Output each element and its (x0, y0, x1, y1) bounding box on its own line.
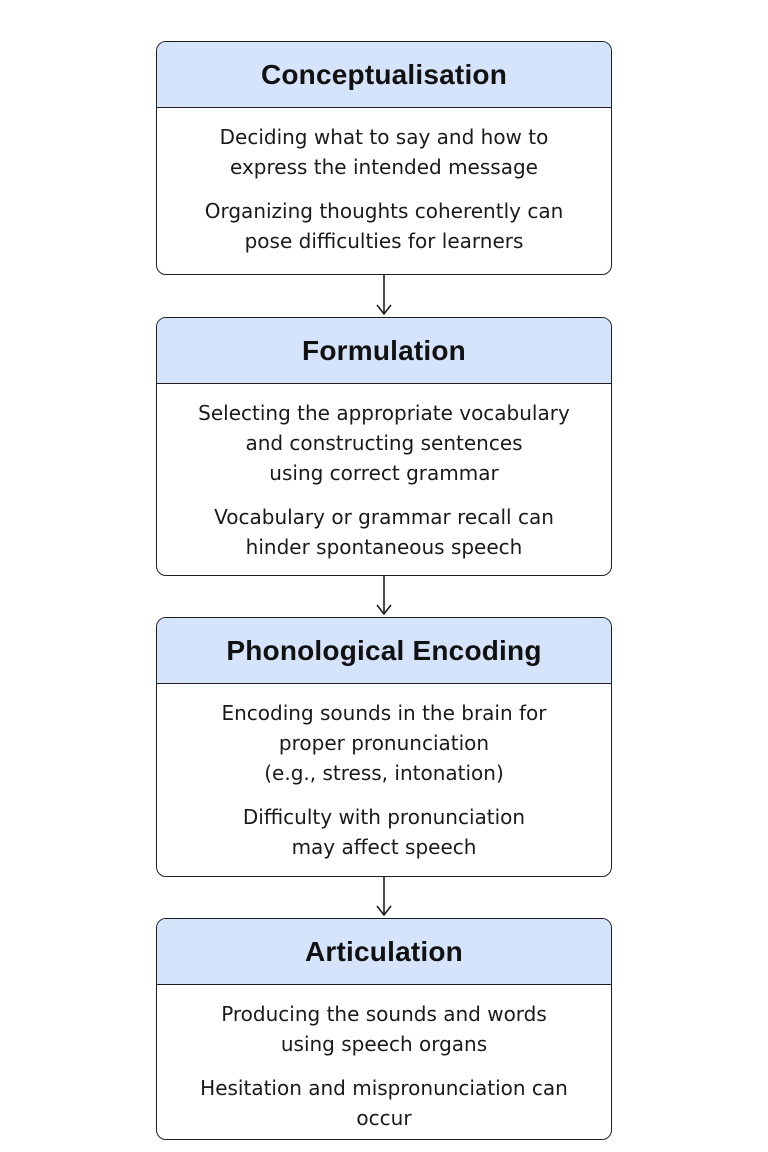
arrow-down-icon (374, 275, 394, 317)
stage-header: Articulation (157, 919, 611, 985)
stage-box-formulation: Formulation Selecting the appropriate vo… (156, 317, 612, 576)
arrow-down-icon (374, 576, 394, 617)
stage-description: Deciding what to say and how to express … (219, 125, 549, 179)
stage-box-conceptualisation: Conceptualisation Deciding what to say a… (156, 41, 612, 275)
stage-description: Encoding sounds in the brain for proper … (221, 701, 547, 785)
stage-difficulty: Organizing thoughts coherently can pose … (204, 199, 564, 253)
stage-difficulty: Vocabulary or grammar recall can hinder … (214, 505, 554, 559)
stage-body: Deciding what to say and how to express … (157, 108, 611, 256)
stage-body: Encoding sounds in the brain for proper … (157, 684, 611, 862)
stage-description: Producing the sounds and words using spe… (221, 1002, 547, 1056)
stage-description: Selecting the appropriate vocabulary and… (198, 401, 570, 485)
stage-body: Producing the sounds and words using spe… (157, 985, 611, 1133)
stage-difficulty: Hesitation and mispronunciation can occu… (200, 1076, 568, 1130)
stage-header: Phonological Encoding (157, 618, 611, 684)
stage-box-articulation: Articulation Producing the sounds and wo… (156, 918, 612, 1140)
stage-difficulty: Difficulty with pronunciation may affect… (242, 805, 526, 859)
stage-title: Articulation (305, 935, 463, 967)
stage-title: Phonological Encoding (226, 634, 542, 666)
stage-title: Formulation (302, 334, 466, 366)
stage-box-phonological-encoding: Phonological Encoding Encoding sounds in… (156, 617, 612, 877)
stage-body: Selecting the appropriate vocabulary and… (157, 384, 611, 562)
stage-title: Conceptualisation (260, 58, 508, 90)
arrow-down-icon (374, 877, 394, 918)
stage-header: Formulation (157, 318, 611, 384)
stage-header: Conceptualisation (157, 42, 611, 108)
